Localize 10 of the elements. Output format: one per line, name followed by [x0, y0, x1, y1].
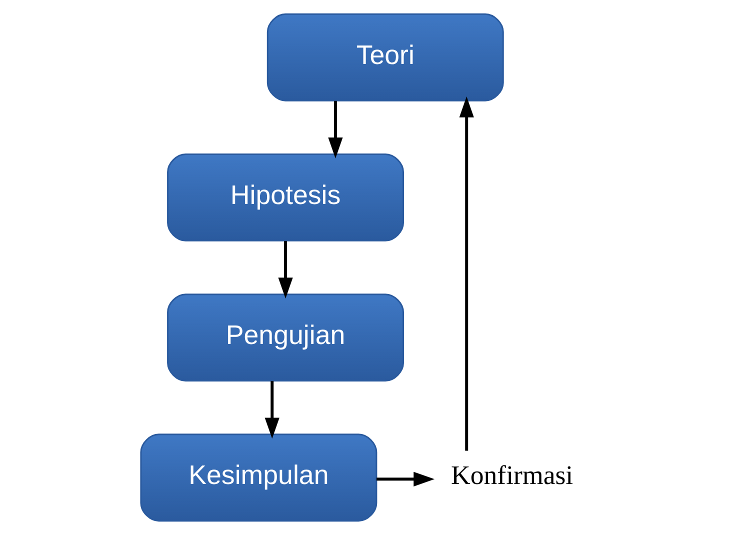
- node-box: Teori: [266, 13, 504, 102]
- node-box: Pengujian: [166, 294, 404, 382]
- arrow: [278, 241, 292, 299]
- node-box: Kesimpulan: [140, 434, 377, 522]
- node-box: Hipotesis: [166, 153, 404, 242]
- arrow: [458, 96, 474, 451]
- arrow: [376, 472, 434, 486]
- arrow: [328, 100, 342, 158]
- node-text: Konfirmasi: [450, 460, 573, 490]
- arrow: [264, 381, 279, 439]
